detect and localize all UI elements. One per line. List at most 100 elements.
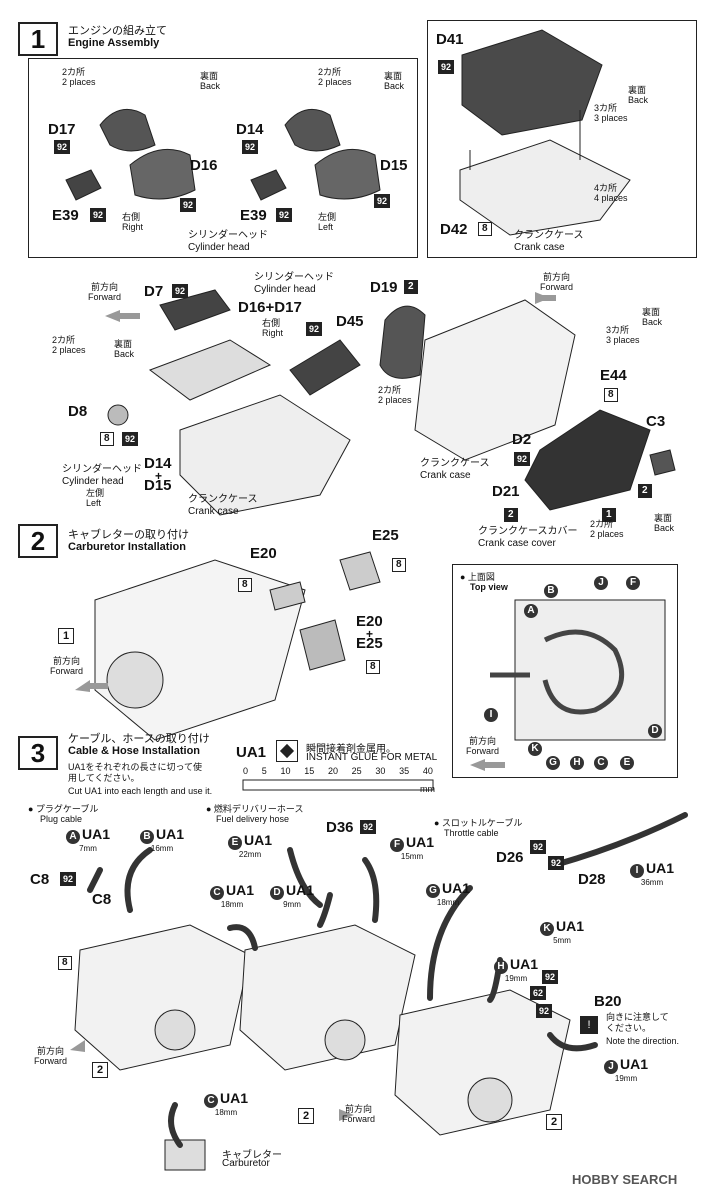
callout-letter: A [524,604,538,618]
part-c8-a: C8 [30,871,50,888]
direction-note-en: Note the direction. [606,1036,680,1046]
ua-key: I [630,864,644,878]
glue-code: UA1 [236,744,267,761]
callout-letter: J [594,576,608,590]
ref-step-2-box-c: 2 [546,1114,563,1130]
ua-code: UA1 [510,956,539,972]
ua-code: UA1 [226,882,255,898]
ua-key: A [66,830,80,844]
places-2-note-c: 2カ所 2 places [52,335,86,355]
forward-label-e: 前方向 Forward [34,1046,68,1067]
back-note-a: 裏面 Back [200,71,221,91]
places-2-note-e: 2カ所 2 places [590,519,624,539]
ua-key: C [204,1094,218,1108]
part-e25-b: E25 [356,635,383,652]
part-d36: D36 [326,819,354,836]
throttle-cable-title-jp: ● スロットルケーブル [434,818,523,828]
part-d15: D15 [380,157,408,174]
forward-label-a: 前方向 Forward [88,282,122,303]
cylinder-head-caption: シリンダーヘッド Cylinder head [188,230,268,253]
callout-letter: F [626,576,640,590]
step-2-title-jp: キャブレターの取り付け [68,528,189,541]
part-92-e39-right: 92 [90,208,107,222]
part-92-d7: 92 [172,284,189,298]
ua-length: 36mm [640,878,664,887]
part-d41: D41 [436,31,464,48]
ua-code: UA1 [620,1056,649,1072]
part-d21: D21 [492,483,520,500]
part-e39-left: E39 [240,207,267,224]
part-e20: E20 [250,545,277,562]
part-d26: D26 [496,849,524,866]
part-d16-d17: D16+D17 [238,299,302,316]
cut-instruction-en: Cut UA1 into each length and use it. [68,786,213,796]
ua-key: J [604,1060,618,1074]
callout-letter: C [594,756,608,770]
ref-step-2-box-a: 2 [92,1062,109,1078]
part-1-cover: 1 [602,508,616,522]
step-1-title-jp: エンジンの組み立て [68,24,167,37]
part-d17: D17 [48,121,76,138]
part-92-b20-a: 92 [542,970,559,984]
part-d19: D19 [370,279,398,296]
tick-10: 10 [280,766,291,776]
callout-k: K [528,738,544,756]
forward-label-c: 前方向 Forward [50,656,84,677]
step-2-title-en: Carburetor Installation [68,541,186,553]
ua-code: UA1 [220,1090,249,1106]
ua-key: F [390,838,404,852]
part-d16: D16 [190,157,218,174]
fuel-hose-title-jp: ● 燃料デリバリーホース [206,804,304,814]
ua-key: H [494,960,508,974]
plug-cable-title-jp: ● プラグケーブル [28,804,99,814]
ua-code: UA1 [442,880,471,896]
part-92-e39-left: 92 [276,208,293,222]
carburetor-caption-en: Carburetor [222,1158,270,1169]
ruler [242,779,434,791]
part-92-d16: 92 [180,198,197,212]
tick-5: 5 [261,766,267,776]
part-92-b20-b: 92 [536,1004,553,1018]
fuel-hose-title-en: Fuel delivery hose [216,814,290,824]
glue-desc-jp: 瞬間接着剤金属用。 [306,744,396,755]
part-b20: B20 [594,993,622,1010]
part-8-d8: 8 [100,432,114,446]
part-e39-right: E39 [52,207,79,224]
part-92-d41: 92 [438,60,455,74]
right-side-label: 右側 Right [122,212,144,233]
part-92-d36: 92 [360,820,377,834]
part-92-d8: 92 [122,432,139,446]
places-3-note-b: 3カ所 3 places [606,325,640,345]
forward-label-b: 前方向 Forward [540,272,574,293]
part-92-d14: 92 [242,140,259,154]
ruler-unit: mm [420,784,435,794]
part-c8-b: C8 [92,891,112,908]
places-3-note-a: 3カ所 3 places [594,103,628,123]
callout-c: C [594,752,610,770]
top-view-panel [452,564,678,778]
callout-letter: H [570,756,584,770]
step-3-title-en: Cable & Hose Installation [68,745,201,757]
callout-i: I [484,704,500,722]
part-92-c8: 92 [60,872,77,886]
tick-40: 40 [422,766,433,776]
plug-cable-title-en: Plug cable [40,814,83,824]
part-2-d19: 2 [404,280,418,294]
crank-case-cover-caption: クランクケースカバー Crank case cover [478,526,578,549]
part-d2: D2 [512,431,532,448]
ua-key: D [270,886,284,900]
instant-glue-icon [276,740,298,762]
part-d28: D28 [578,871,606,888]
callout-b: B [544,580,560,598]
direction-icon: ! [580,1016,598,1034]
callout-h: H [570,752,586,770]
ua-code: UA1 [286,882,315,898]
part-62-b20: 62 [530,986,547,1000]
tick-15: 15 [304,766,315,776]
